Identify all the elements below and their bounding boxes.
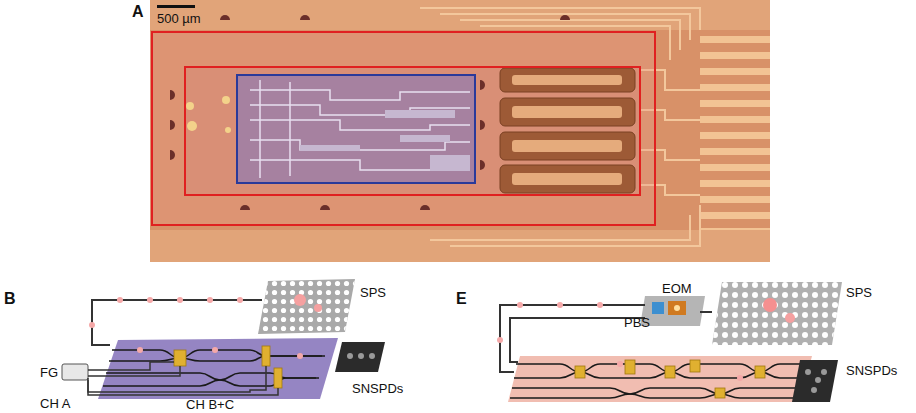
bond-pads <box>700 30 770 230</box>
eom-crystal <box>668 301 686 315</box>
sps-label: SPS <box>844 284 874 301</box>
detectors-e <box>792 360 838 402</box>
signal-name: CH A <box>40 396 70 411</box>
panel-letter: B <box>4 290 16 308</box>
panel-letter: A <box>132 3 144 21</box>
sps-chip <box>258 279 355 334</box>
node-text: EOM <box>662 281 692 296</box>
detectors-b <box>335 342 385 372</box>
blue-frame <box>237 75 475 183</box>
sps-label: SPS <box>358 284 388 301</box>
pbs-cube <box>652 302 664 314</box>
sps-chip <box>712 282 842 345</box>
detector-label: SNSPDs <box>844 362 899 379</box>
pbs-label: PBS <box>622 314 652 331</box>
panel-letter: E <box>456 290 467 308</box>
node-text: SNSPDs <box>846 363 897 378</box>
chip-photo <box>150 0 770 262</box>
outer-frame <box>152 32 655 225</box>
chip-b <box>98 338 338 399</box>
eom-label: EOM <box>660 280 694 297</box>
function-generator <box>62 364 88 380</box>
node-text: SPS <box>846 285 872 300</box>
chip-region <box>237 75 475 183</box>
node-text: FG <box>40 365 58 380</box>
chip-e <box>508 356 812 402</box>
detector-label: SNSPDs <box>350 380 405 397</box>
scale-label: 500 µm <box>157 11 201 26</box>
scale-bar <box>157 5 195 8</box>
node-text: PBS <box>624 315 650 330</box>
node-text: SPS <box>360 285 386 300</box>
inner-frame <box>185 67 640 195</box>
node-text: SNSPDs <box>352 381 403 396</box>
fg-label: FG <box>38 364 60 381</box>
signal-name: CH B+C <box>186 397 234 412</box>
